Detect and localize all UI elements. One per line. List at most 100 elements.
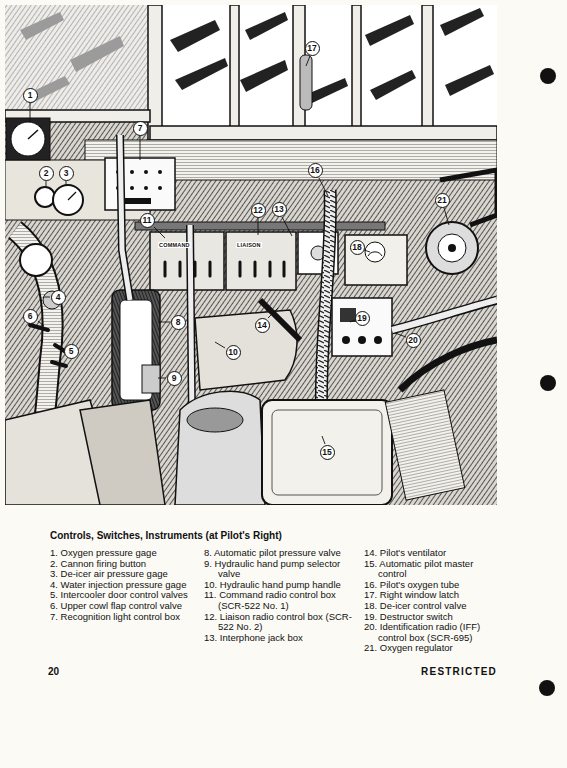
part-list-item: 9. Hydraulic hand pump selector valve [204,559,362,580]
illustration-stroke [400,340,497,390]
callout-number: 1 [28,91,33,100]
illustration-stroke [66,181,67,186]
illustration-stroke [445,65,494,96]
callout-circle: 18 [350,240,365,255]
part-list-item: 8. Automatic pilot pressure valve [204,548,362,559]
illustration-stroke [230,5,239,135]
illustration-stroke [179,262,182,276]
illustration-stroke [154,227,165,238]
illustration-stroke [130,186,134,190]
illustration-stroke [370,70,416,100]
window-latch [300,55,312,110]
illustration-stroke [158,186,162,190]
panel-text: LIAISON [236,242,262,248]
illustration-stroke [158,378,166,379]
part-list-item: 16. Pilot's oxygen tube [364,580,502,591]
window-glass [150,5,497,133]
illustration-stroke [240,60,288,92]
cannon-button [35,187,55,207]
callout-number: 17 [307,44,316,53]
illustration-stroke [140,136,141,160]
part-list-item: 3. De-icer air pressure gage [50,569,202,580]
illustration-stroke [170,20,220,52]
illustration-stroke [340,308,356,322]
iff-box [332,298,392,356]
illustration-stroke [158,170,162,174]
radio-rail [135,222,385,230]
illustration-stroke [190,225,192,420]
illustration-stroke [120,135,130,300]
callout-number: 15 [322,448,331,457]
callout-number: 13 [274,205,283,214]
illustration-stroke [364,250,370,252]
illustration-stroke [438,234,466,262]
callout-number: 8 [176,318,181,327]
callout-number: 11 [143,216,152,225]
callout-circle: 9 [167,371,182,386]
part-list-item: 4. Water injection pressure gage [50,580,202,591]
illustration-stroke [150,126,497,140]
callout-number: 16 [310,166,319,175]
part-list-item: 18. De-icer control valve [364,601,502,612]
part-list-item: 21. Oxygen regulator [364,643,502,654]
vertical-pipe [120,135,130,300]
illustration-stroke [322,436,325,444]
callout-circle: 8 [171,315,186,330]
recognition-light-box [105,158,175,210]
illustration-stroke [306,56,310,66]
oxygen-regulator [426,222,478,274]
side-box [385,390,464,500]
illustration-stroke [130,170,134,174]
illustration-stroke [30,325,48,330]
part-list-item: 13. Interphone jack box [204,633,362,644]
part-list-item: 19. Destructor switch [364,612,502,623]
callout-circle: 10 [226,345,241,360]
callout-circle: 14 [255,318,270,333]
callout-circle: 6 [23,309,38,324]
callout-circle: 5 [64,344,79,359]
illustration-stroke [268,308,278,318]
punch-holes [539,68,556,696]
panel-text: COMMAND [158,242,191,248]
callout-number: 18 [352,243,361,252]
callout-number: 4 [56,293,61,302]
cowl-valves [30,325,66,366]
callout-circle: 3 [59,166,74,181]
floor-tank [262,400,392,505]
illustration-stroke [539,680,555,696]
part-list-item: 6. Upper cowl flap control valve [50,601,202,612]
part-list-item: 15. Automatic pilot master control [364,559,502,580]
illustration-stroke [58,346,64,349]
illustration-stroke [319,178,328,196]
oxygen-gauge-dial [11,122,45,156]
illustration-stroke [239,262,242,276]
handwheel [20,244,52,276]
illustration-stroke [125,198,151,204]
illustration-stroke [158,322,170,323]
illustration-stroke [190,225,192,420]
leader-lines [30,56,449,444]
callout-number: 20 [408,336,417,345]
part-list-item: 7. Recognition light control box [50,612,202,623]
illustration-stroke [254,262,257,276]
security-marking: RESTRICTED [421,666,497,677]
illustration-stroke [282,217,292,236]
callout-circle: 13 [272,202,287,217]
illustration-stroke [540,375,556,391]
callout-circle: 12 [251,203,266,218]
callout-circle: 21 [435,193,450,208]
part-list-item: 10. Hydraulic hand pump handle [204,580,362,591]
part-list-item: 5. Intercooler door control valves [50,590,202,601]
illustration-stroke [342,336,382,344]
left-glass [5,5,150,120]
illustration-stroke [342,336,350,344]
illustration-stroke [144,186,148,190]
illustration-stroke [374,336,382,344]
callout-number: 7 [138,124,143,133]
illustration-stroke [444,208,449,225]
part-list-item: 12. Liaison radio control box (SCR-522 N… [204,612,362,633]
illustration-body [5,5,497,505]
callout-number: 10 [228,348,237,357]
